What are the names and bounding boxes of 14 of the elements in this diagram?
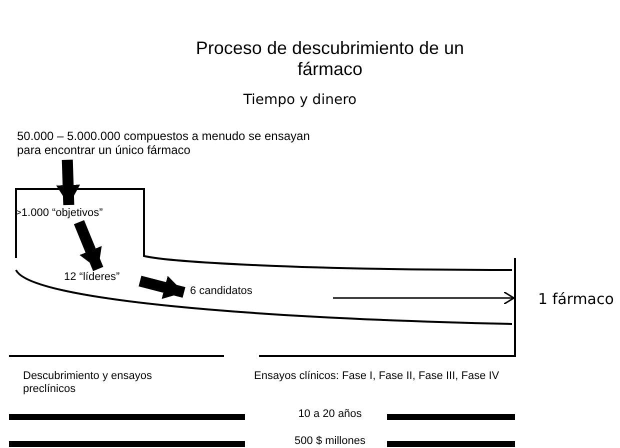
- note: 500 $ millones: [294, 435, 366, 448]
- note: Descubrimiento y ensayos preclínicos: [23, 370, 154, 396]
- node-text: 50.000 – 5.000.000 compuestos a menudo se ensayan para encontrar un único fármaco: [17, 127, 322, 160]
- note: 10 a 20 años: [297, 408, 363, 421]
- subtitle: Tiempo y dinero: [242, 92, 358, 108]
- note: Ensayos clínicos: Fase I, Fase II, Fase III, Fase IV: [254, 370, 500, 383]
- arrow: [56, 160, 80, 206]
- title: Proceso de descubrimiento de un fármaco: [194, 38, 466, 80]
- node-text: 6 candidatos: [184, 283, 276, 300]
- node-text: >1.000 “objetivos”: [15, 205, 143, 222]
- arrow: [138, 276, 186, 300]
- note: 1 fármaco: [538, 291, 615, 308]
- node-text: 12 “líderes”: [64, 269, 140, 286]
- arrow: [74, 220, 104, 272]
